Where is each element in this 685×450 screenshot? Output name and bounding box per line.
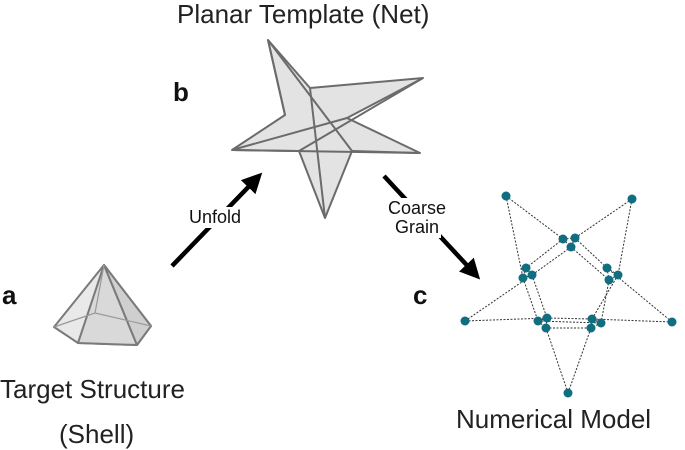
mesh-node <box>586 323 596 333</box>
mesh-edge <box>617 198 633 276</box>
planar-template-title: Planar Template (Net) <box>177 0 430 29</box>
mesh-edge <box>531 274 548 319</box>
mesh-edge <box>570 246 610 281</box>
mesh-node <box>521 263 531 273</box>
mesh-edge <box>591 274 619 320</box>
mesh-node <box>596 318 606 328</box>
mesh-edge <box>531 246 572 276</box>
mesh-node <box>613 270 623 280</box>
mesh-node <box>541 323 551 333</box>
mesh-edge <box>574 198 633 239</box>
target-structure-title: Target Structure <box>0 374 185 404</box>
mesh-edge <box>505 195 524 279</box>
mesh-node <box>542 313 552 323</box>
numerical-model-title: Numerical Model <box>456 404 652 434</box>
mesh-edge <box>525 238 564 269</box>
mesh-node <box>563 388 573 398</box>
mesh-node <box>527 270 537 280</box>
target-shell-pyramid <box>53 264 152 346</box>
planar-net-star <box>231 39 424 219</box>
mesh-node <box>558 234 568 244</box>
mesh-edge <box>591 318 673 323</box>
target-shell-subtitle: (Shell) <box>59 419 135 449</box>
mesh-edge <box>545 327 569 394</box>
mesh-node <box>627 194 637 204</box>
mesh-node <box>604 275 614 285</box>
mesh-node <box>533 316 543 326</box>
mesh-node <box>587 314 597 324</box>
coarse-label: Coarse <box>386 198 449 219</box>
panel-label-a: a <box>2 280 17 310</box>
mesh-edge <box>574 237 608 269</box>
mesh-edge <box>567 327 592 394</box>
mesh-edge <box>546 317 593 320</box>
mesh-edge <box>464 317 548 322</box>
mesh-edge <box>522 277 539 322</box>
mesh-node <box>501 191 511 201</box>
mesh-edge <box>464 274 533 322</box>
unfold-label: Unfold <box>187 207 244 228</box>
mesh-node <box>566 242 576 252</box>
mesh-node <box>602 263 612 273</box>
mesh-node <box>518 273 528 283</box>
mesh-node <box>667 317 677 327</box>
numerical-model-mesh <box>460 191 677 398</box>
mesh-node <box>460 316 470 326</box>
mesh-edge <box>505 195 564 240</box>
panel-label-b: b <box>173 77 189 107</box>
panel-label-c: c <box>413 280 428 310</box>
mesh-edge <box>600 279 610 324</box>
mesh-node <box>570 233 580 243</box>
grain-label: Grain <box>393 217 442 238</box>
